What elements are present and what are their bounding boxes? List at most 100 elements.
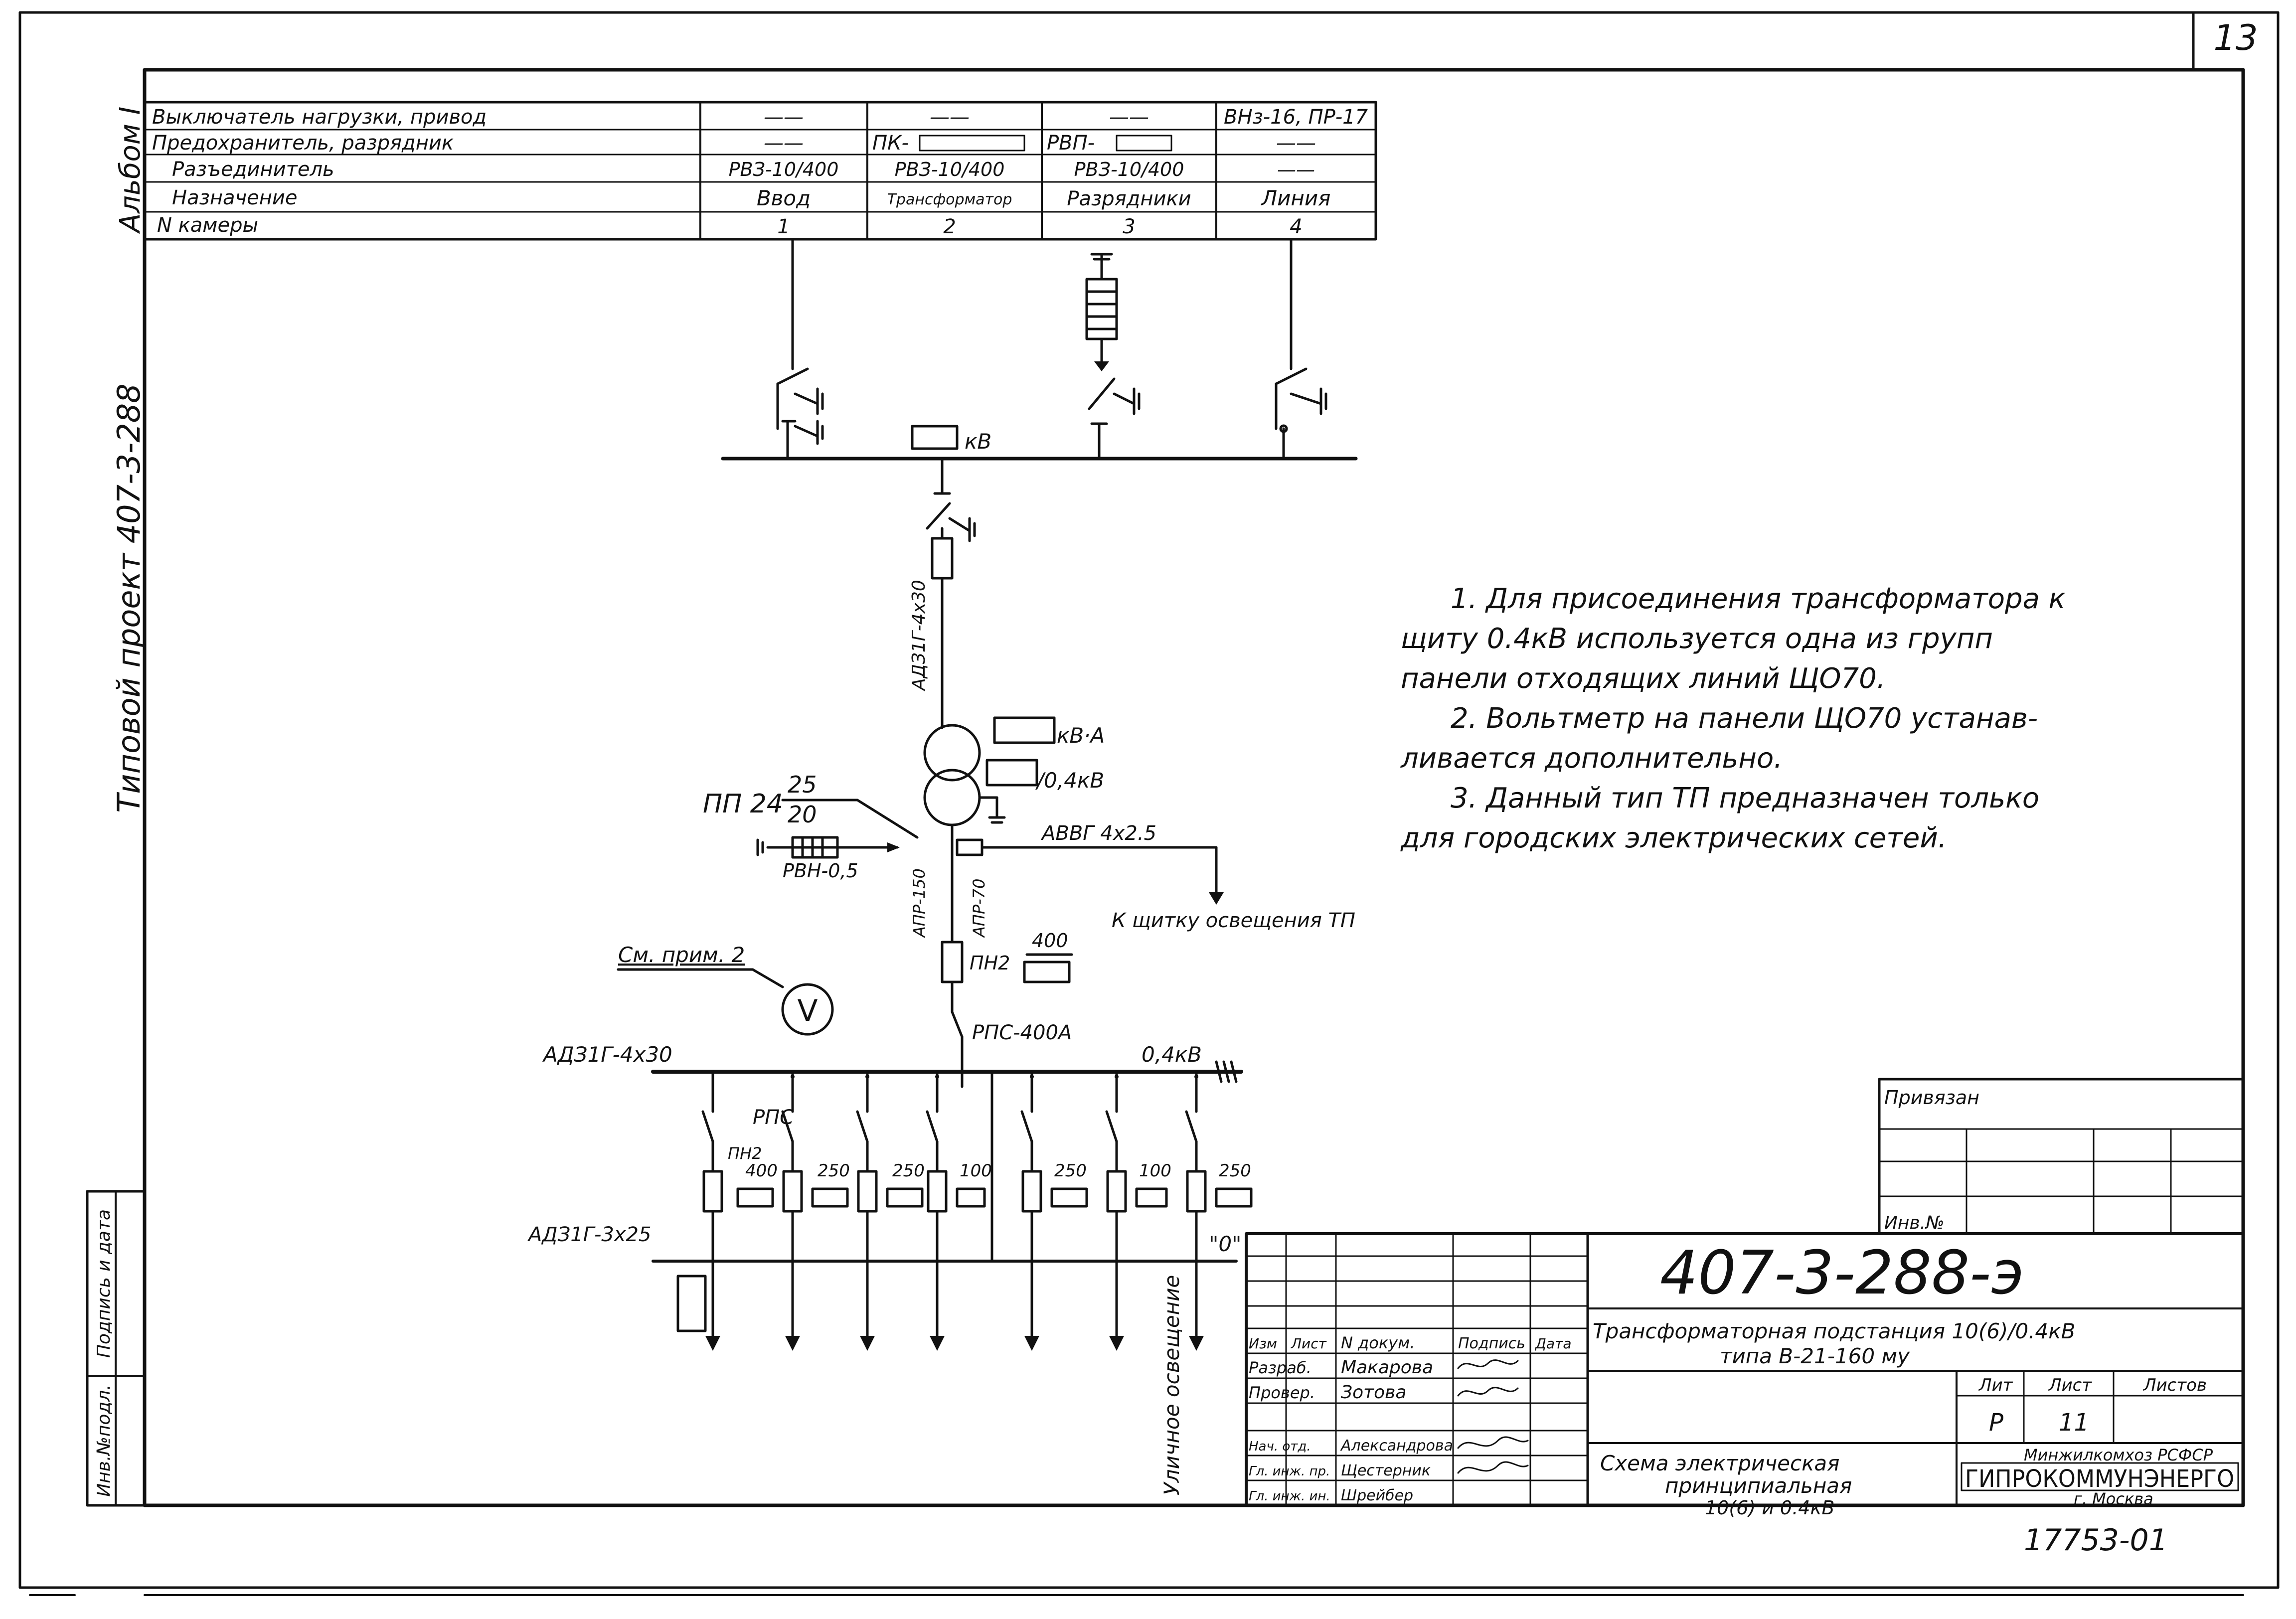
cell-3-1: РВЗ-10/400 xyxy=(729,159,839,180)
row-label-disconnector: Разъединитель xyxy=(172,158,334,181)
cell-2-1: —— xyxy=(764,132,804,155)
pp-denominator: 20 xyxy=(788,801,817,828)
row-label-chamber: N камеры xyxy=(157,214,258,237)
kv04-label: /0,4кВ xyxy=(1035,768,1104,793)
drawing-title-2: принципиальная xyxy=(1665,1473,1852,1498)
privyazan-label: Привязан xyxy=(1884,1087,1979,1109)
cell-2-2: ПК- xyxy=(872,132,909,155)
title-block: Изм Лист N докум. Подпись Дата Разраб. М… xyxy=(1245,1232,2245,1519)
col-list: Лист xyxy=(1291,1335,1327,1352)
note-line-1: 1. Для присоединения трансформатора к xyxy=(1451,583,2066,615)
feeder-6 xyxy=(1105,1070,1127,1351)
kv-box xyxy=(911,425,959,450)
pp-label: ПП 24 xyxy=(703,789,783,819)
apr70-label: АПР-70 xyxy=(970,878,988,938)
signature-date-label: Подпись и дата xyxy=(94,1209,114,1358)
voltmeter-symbol: V xyxy=(797,993,818,1028)
hv-scheme: кВ АДЗ1Г-4х30 кВ·А /0,4кВ ПП 24 25 20 xyxy=(617,238,1358,1088)
chamber-1: 1 xyxy=(777,215,790,238)
cell-3-4: —— xyxy=(1277,159,1315,180)
signature-4 xyxy=(1457,1461,1529,1474)
feeder-7 xyxy=(1185,1070,1207,1351)
kva-label: кВ·А xyxy=(1057,723,1105,748)
feeder-2 xyxy=(781,1070,803,1351)
col-data: Дата xyxy=(1534,1335,1572,1352)
chamber-4: 4 xyxy=(1290,215,1302,238)
fuse-pk xyxy=(931,537,954,580)
feeder-4 xyxy=(926,1070,948,1351)
disconnector-2 xyxy=(926,502,951,530)
cell-1-1: —— xyxy=(764,106,804,129)
disconnector-1 xyxy=(776,367,809,385)
name-3: Александрова xyxy=(1340,1437,1453,1455)
see-note-label: См. прим. 2 xyxy=(618,943,745,967)
cell-3-2: РВЗ-10/400 xyxy=(895,159,1005,180)
chamber-3: 3 xyxy=(1123,215,1135,238)
rating-4: 100 xyxy=(960,1161,992,1181)
app150-label: АПР-150 xyxy=(910,868,929,938)
cell-4-4: Линия xyxy=(1261,186,1331,210)
equipment-table: Выключатель нагрузки, привод Предохранит… xyxy=(143,101,1377,241)
feeder-3 xyxy=(856,1070,878,1351)
rating-5: 250 xyxy=(1054,1161,1087,1181)
rating-2: 250 xyxy=(818,1161,850,1181)
role-2: Провер. xyxy=(1249,1383,1315,1402)
row-label-switch: Выключатель нагрузки, привод xyxy=(152,106,487,129)
rating-7: 250 xyxy=(1219,1161,1251,1181)
earthing-switch-1 xyxy=(794,425,819,438)
col-izm: Изм xyxy=(1249,1335,1277,1352)
cable-hv-label: АДЗ1Г-4х30 xyxy=(909,580,929,691)
name-4: Щестерник xyxy=(1341,1462,1431,1479)
project-title: Типовой проект 407-3-288 xyxy=(111,383,147,812)
inv-no-label: Инв.№ xyxy=(1884,1213,1945,1233)
cell-4-3: Разрядники xyxy=(1067,187,1191,210)
rating-1: 400 xyxy=(745,1161,778,1181)
switch-rps-main xyxy=(951,1010,964,1038)
pn2-main-rating: 400 xyxy=(1032,930,1068,952)
doc-title-1: Трансформаторная подстанция 10(6)/0.4кВ xyxy=(1593,1319,2075,1343)
pp-numerator: 25 xyxy=(788,771,817,798)
role-5: Гл. инж. ин. xyxy=(1249,1489,1330,1504)
bus-voltage-label: 0,4кВ xyxy=(1142,1042,1202,1067)
ministry-label: Минжилкомхоз РСФСР xyxy=(2024,1446,2213,1464)
side-stamp: Инв.№подл. Подпись и дата xyxy=(86,1190,146,1507)
page-number: 13 xyxy=(2213,17,2258,58)
note-line-3: панели отходящих линий ЩО70. xyxy=(1401,662,1886,695)
transformer-winding-lv xyxy=(923,769,981,826)
name-5: Шрейбер xyxy=(1341,1487,1413,1504)
role-3: Нач. отд. xyxy=(1249,1439,1311,1454)
feeder-5 xyxy=(1020,1070,1042,1351)
load-switch-4 xyxy=(1275,367,1308,385)
sheet-label: Лист xyxy=(2048,1375,2092,1395)
transformer-winding-hv xyxy=(923,724,981,782)
signature-2 xyxy=(1457,1387,1519,1397)
name-1: Макарова xyxy=(1341,1357,1433,1378)
cell-1-2: —— xyxy=(930,106,970,129)
to-lighting-label: К щитку освещения ТП xyxy=(1112,909,1355,932)
sheet-value: 11 xyxy=(2059,1409,2089,1437)
city-label: г. Москва xyxy=(2074,1489,2153,1508)
cell-2-4: —— xyxy=(1276,132,1316,155)
note-line-2: щиту 0.4кВ используется одна из групп xyxy=(1401,623,1993,655)
archive-label: 17753-01 xyxy=(2024,1523,2168,1558)
kv-label: кВ xyxy=(965,429,991,454)
col-ndok: N докум. xyxy=(1341,1333,1415,1352)
fuse-pn2-main xyxy=(941,941,964,983)
rating-3: 250 xyxy=(892,1161,925,1181)
rating-6: 100 xyxy=(1139,1161,1171,1181)
note-line-4: 2. Вольтметр на панели ЩО70 устанав- xyxy=(1451,702,2038,735)
rvn-label: РВН-0,5 xyxy=(783,860,858,882)
cell-1-4: ВНз-16, ПР-17 xyxy=(1224,106,1368,129)
row-label-purpose: Назначение xyxy=(172,186,298,209)
lit-label: Лит xyxy=(1978,1375,2013,1395)
role-4: Гл. инж. пр. xyxy=(1249,1464,1330,1479)
feeder-1 xyxy=(676,1070,723,1351)
org-logo xyxy=(1961,1462,2239,1491)
cell-2-3: РВП- xyxy=(1047,132,1095,155)
voltmeter-icon xyxy=(781,983,834,1036)
signature-1 xyxy=(1457,1359,1519,1369)
lit-value: Р xyxy=(1989,1409,2003,1437)
disconnector-3 xyxy=(1088,377,1116,410)
avvg-label: АВВГ 4х2.5 xyxy=(1040,822,1156,845)
